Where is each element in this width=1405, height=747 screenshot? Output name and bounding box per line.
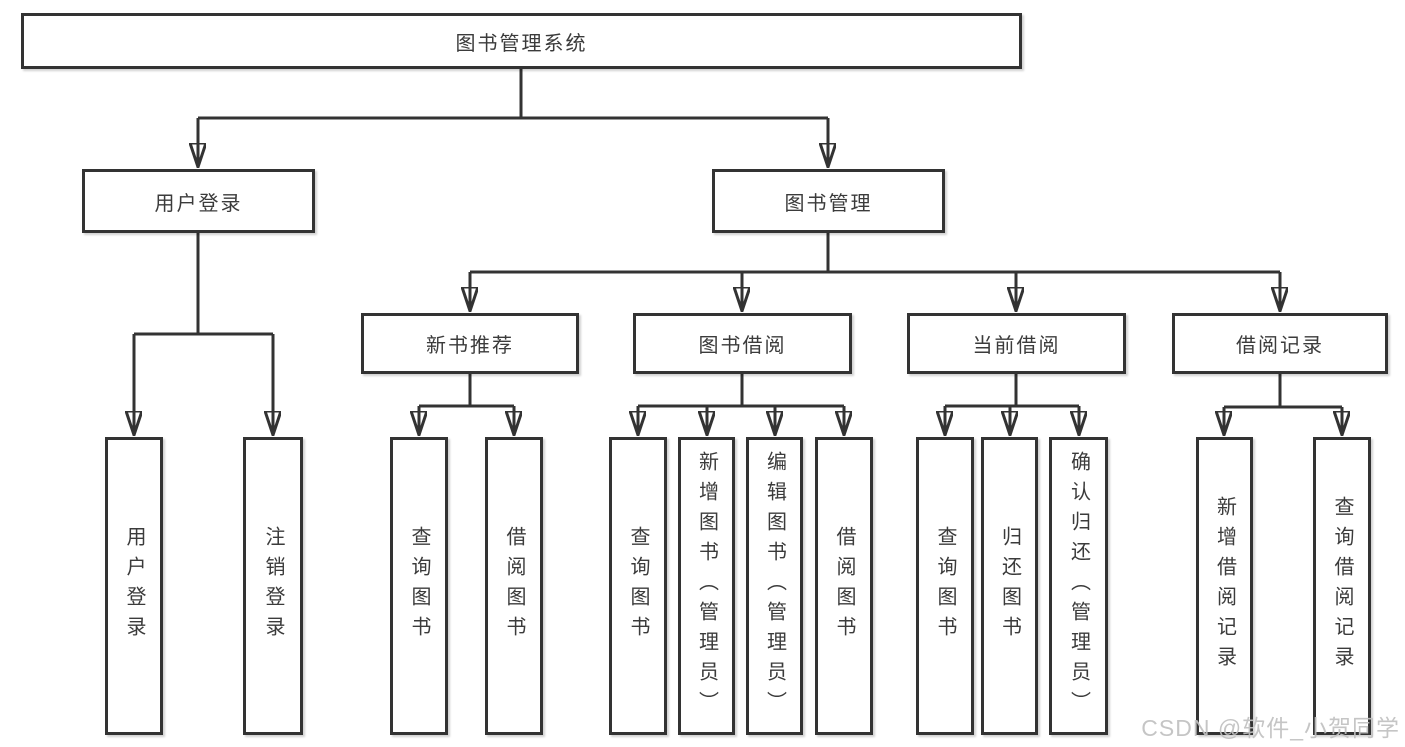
node-label: 借阅图书 xyxy=(833,526,855,646)
leaf-borrow-books: 借阅图书 xyxy=(815,437,873,735)
leaf-query-books-current: 查询图书 xyxy=(916,437,974,735)
node-label: 图书管理系统 xyxy=(455,32,588,55)
node-book-management: 图书管理 xyxy=(712,169,945,233)
leaf-query-borrow-record: 查询借阅记录 xyxy=(1313,437,1371,735)
node-user-login: 用户登录 xyxy=(82,169,315,233)
node-label: 注销登录 xyxy=(262,526,284,646)
node-label: 新增借阅记录 xyxy=(1213,496,1236,676)
node-label: 借阅记录 xyxy=(1236,335,1324,357)
leaf-add-borrow-record: 新增借阅记录 xyxy=(1196,437,1253,735)
leaf-confirm-return-admin: 确认归还（管理员） xyxy=(1049,437,1108,735)
node-book-borrowing: 图书借阅 xyxy=(633,313,852,374)
node-label: 当前借阅 xyxy=(972,335,1061,357)
node-label: 用户登录 xyxy=(123,526,145,646)
node-label: 查询借阅记录 xyxy=(1331,496,1353,676)
node-label: 查询图书 xyxy=(934,526,956,646)
node-label: 编辑图书（管理员） xyxy=(763,451,786,721)
node-label: 图书借阅 xyxy=(698,335,787,357)
node-label: 用户登录 xyxy=(154,192,243,215)
node-borrowing-records: 借阅记录 xyxy=(1172,313,1388,374)
node-label: 图书管理 xyxy=(784,192,873,215)
leaf-query-books-recommend: 查询图书 xyxy=(390,437,448,735)
node-label: 新增图书（管理员） xyxy=(695,451,718,721)
leaf-edit-books-admin: 编辑图书（管理员） xyxy=(746,437,803,735)
node-label: 新书推荐 xyxy=(426,335,514,357)
leaf-add-books-admin: 新增图书（管理员） xyxy=(678,437,735,735)
node-label: 归还图书 xyxy=(998,526,1021,646)
leaf-return-books: 归还图书 xyxy=(981,437,1038,735)
node-label: 确认归还（管理员） xyxy=(1067,451,1090,721)
leaf-logout: 注销登录 xyxy=(243,437,303,735)
node-label: 查询图书 xyxy=(408,526,430,646)
csdn-watermark: CSDN @软件_小贺同学 xyxy=(1141,715,1400,741)
node-label: 借阅图书 xyxy=(503,526,525,646)
leaf-query-books-borrow: 查询图书 xyxy=(609,437,667,735)
node-current-borrowing: 当前借阅 xyxy=(907,313,1126,374)
leaf-user-login: 用户登录 xyxy=(105,437,163,735)
leaf-borrow-books-recommend: 借阅图书 xyxy=(485,437,543,735)
node-label: 查询图书 xyxy=(627,526,649,646)
connectors xyxy=(134,69,1342,435)
node-new-book-recommend: 新书推荐 xyxy=(361,313,579,374)
node-library-system: 图书管理系统 xyxy=(21,13,1022,69)
